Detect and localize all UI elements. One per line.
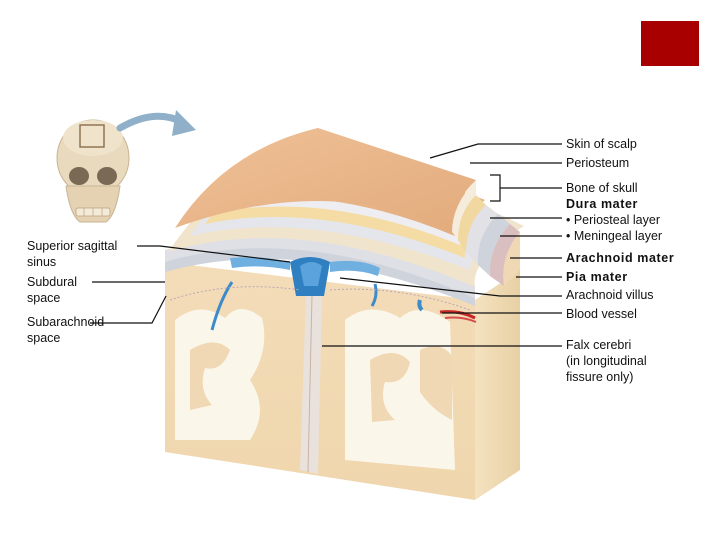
label-dura-mater: Dura mater [566, 197, 638, 211]
label-superior-sagittal-sinus-line1: Superior sagittal [27, 239, 118, 253]
label-arachnoid-mater: Arachnoid mater [566, 251, 675, 265]
label-falx-cerebri-line2: (in longitudinal [566, 354, 647, 368]
skull-icon [56, 119, 130, 223]
label-periosteum: Periosteum [566, 156, 630, 170]
label-skin-of-scalp: Skin of scalp [566, 137, 637, 151]
label-bone-of-skull: Bone of skull [566, 181, 638, 195]
corner-red-box [641, 21, 699, 66]
leader-lines [90, 143, 562, 347]
label-falx-cerebri-line3: fissure only) [566, 370, 634, 384]
label-falx-cerebri-line1: Falx cerebri [566, 338, 632, 352]
label-subdural-space: Subdural space [27, 274, 77, 306]
label-arachnoid-villus: Arachnoid villus [566, 288, 654, 302]
label-subdural-space-line1: Subdural [27, 275, 78, 289]
label-blood-vessel: Blood vessel [566, 307, 637, 321]
label-subdural-space-line2: space [27, 291, 61, 305]
curved-arrow-icon [116, 110, 196, 136]
label-superior-sagittal-sinus-line2: sinus [27, 255, 57, 269]
label-subarachnoid-space: Subarachnoid space [27, 314, 104, 346]
label-superior-sagittal-sinus: Superior sagittal sinus [27, 238, 117, 270]
label-pia-mater: Pia mater [566, 270, 628, 284]
tissue-block [165, 128, 524, 500]
label-subarachnoid-space-line1: Subarachnoid [27, 315, 105, 329]
label-periosteal-layer: • Periosteal layer [566, 213, 661, 227]
label-falx-cerebri: Falx cerebri (in longitudinal fissure on… [566, 337, 647, 385]
label-meningeal-layer: • Meningeal layer [566, 229, 663, 243]
label-subarachnoid-space-line2: space [27, 331, 61, 345]
